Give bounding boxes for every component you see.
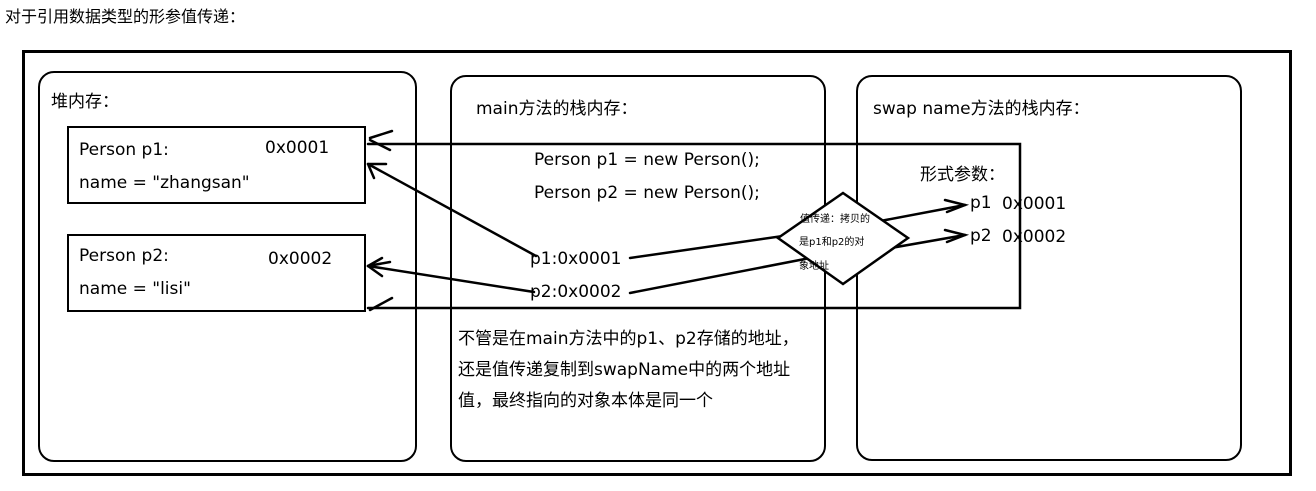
swap-stack-title: swap name方法的栈内存： bbox=[873, 99, 1090, 119]
to-param-p1-line bbox=[873, 203, 967, 224]
p1-object-decl: Person p1: bbox=[79, 140, 169, 160]
p2-object-field: name = "lisi" bbox=[79, 279, 191, 299]
explanation-note: 不管是在main方法中的p1、p2存储的地址，还是值传递复制到swapName中… bbox=[458, 329, 799, 411]
arrowhead-p1-pointer bbox=[366, 162, 388, 180]
param-p1-name: p1 bbox=[970, 193, 992, 213]
main-var-p1: p1:0x0001 bbox=[530, 249, 622, 269]
p1-pointer-line bbox=[366, 162, 538, 258]
arrowhead-p2-bottom bbox=[368, 296, 394, 312]
formal-params-label: 形式参数： bbox=[920, 165, 1005, 185]
arrowhead-p1-top bbox=[368, 129, 394, 152]
heap-title: 堆内存： bbox=[51, 92, 119, 112]
to-param-p2-line bbox=[883, 233, 967, 251]
heap-panel bbox=[38, 71, 417, 462]
p2-copy-line bbox=[628, 256, 812, 295]
main-code-line-2: Person p2 = new Person(); bbox=[534, 183, 760, 203]
arrowhead-param-p1 bbox=[943, 198, 970, 214]
decision-line-2: 是p1和p2的对 bbox=[799, 237, 865, 248]
decision-line-1: 值传递：拷贝的 bbox=[800, 214, 870, 225]
param-p1-address: 0x0001 bbox=[1002, 194, 1067, 214]
p1-object-field: name = "zhangsan" bbox=[79, 173, 250, 193]
decision-line-3: 象地址 bbox=[799, 261, 829, 272]
p1-object-address: 0x0001 bbox=[265, 138, 330, 158]
p2-object-address: 0x0002 bbox=[268, 249, 333, 269]
person-p2-object bbox=[67, 234, 366, 312]
page-heading: 对于引用数据类型的形参值传递： bbox=[5, 7, 246, 26]
param-p2-name: p2 bbox=[970, 226, 992, 246]
p2-object-decl: Person p2: bbox=[79, 246, 169, 266]
main-var-p2: p2:0x0002 bbox=[530, 282, 622, 302]
main-stack-title: main方法的栈内存： bbox=[476, 99, 638, 119]
p2-pointer-line bbox=[366, 264, 536, 294]
person-p1-object bbox=[67, 126, 366, 204]
diagram-frame bbox=[22, 50, 1292, 476]
p1-return-line bbox=[366, 142, 1022, 310]
arrowhead-param-p2 bbox=[943, 228, 970, 244]
decision-diamond bbox=[775, 191, 911, 286]
main-code-line-1: Person p1 = new Person(); bbox=[534, 150, 760, 170]
arrowhead-p2-pointer bbox=[366, 256, 384, 278]
p1-copy-line bbox=[628, 233, 792, 260]
param-p2-address: 0x0002 bbox=[1002, 227, 1067, 247]
